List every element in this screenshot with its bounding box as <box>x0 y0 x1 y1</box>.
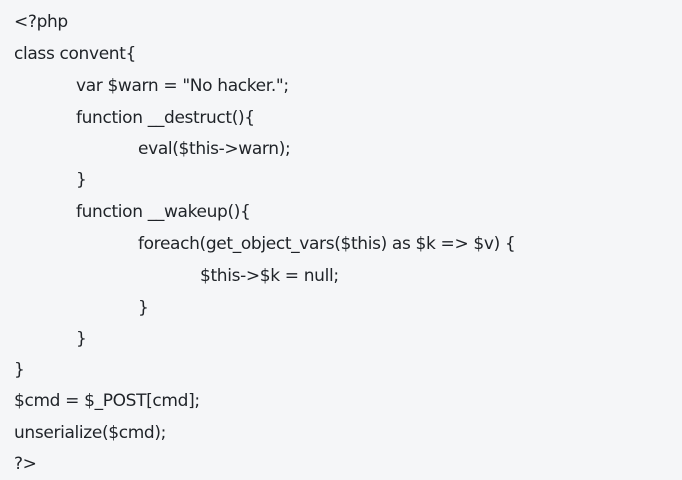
code-line: function __destruct(){ <box>76 108 255 128</box>
code-line: class convent{ <box>14 44 137 64</box>
code-line: var $warn = "No hacker."; <box>76 76 289 96</box>
code-line: <?php <box>14 12 68 32</box>
code-line: $this->$k = null; <box>200 266 339 286</box>
code-line: } <box>76 170 87 190</box>
code-line: } <box>76 329 87 349</box>
code-line: $cmd = $_POST[cmd]; <box>14 391 200 411</box>
code-line: eval($this->warn); <box>138 139 291 159</box>
code-line: ?> <box>14 454 37 474</box>
code-line: } <box>14 360 25 380</box>
code-line: unserialize($cmd); <box>14 423 167 443</box>
code-line: } <box>138 298 149 318</box>
code-line: function __wakeup(){ <box>76 202 251 222</box>
code-line: foreach(get_object_vars($this) as $k => … <box>138 234 516 254</box>
